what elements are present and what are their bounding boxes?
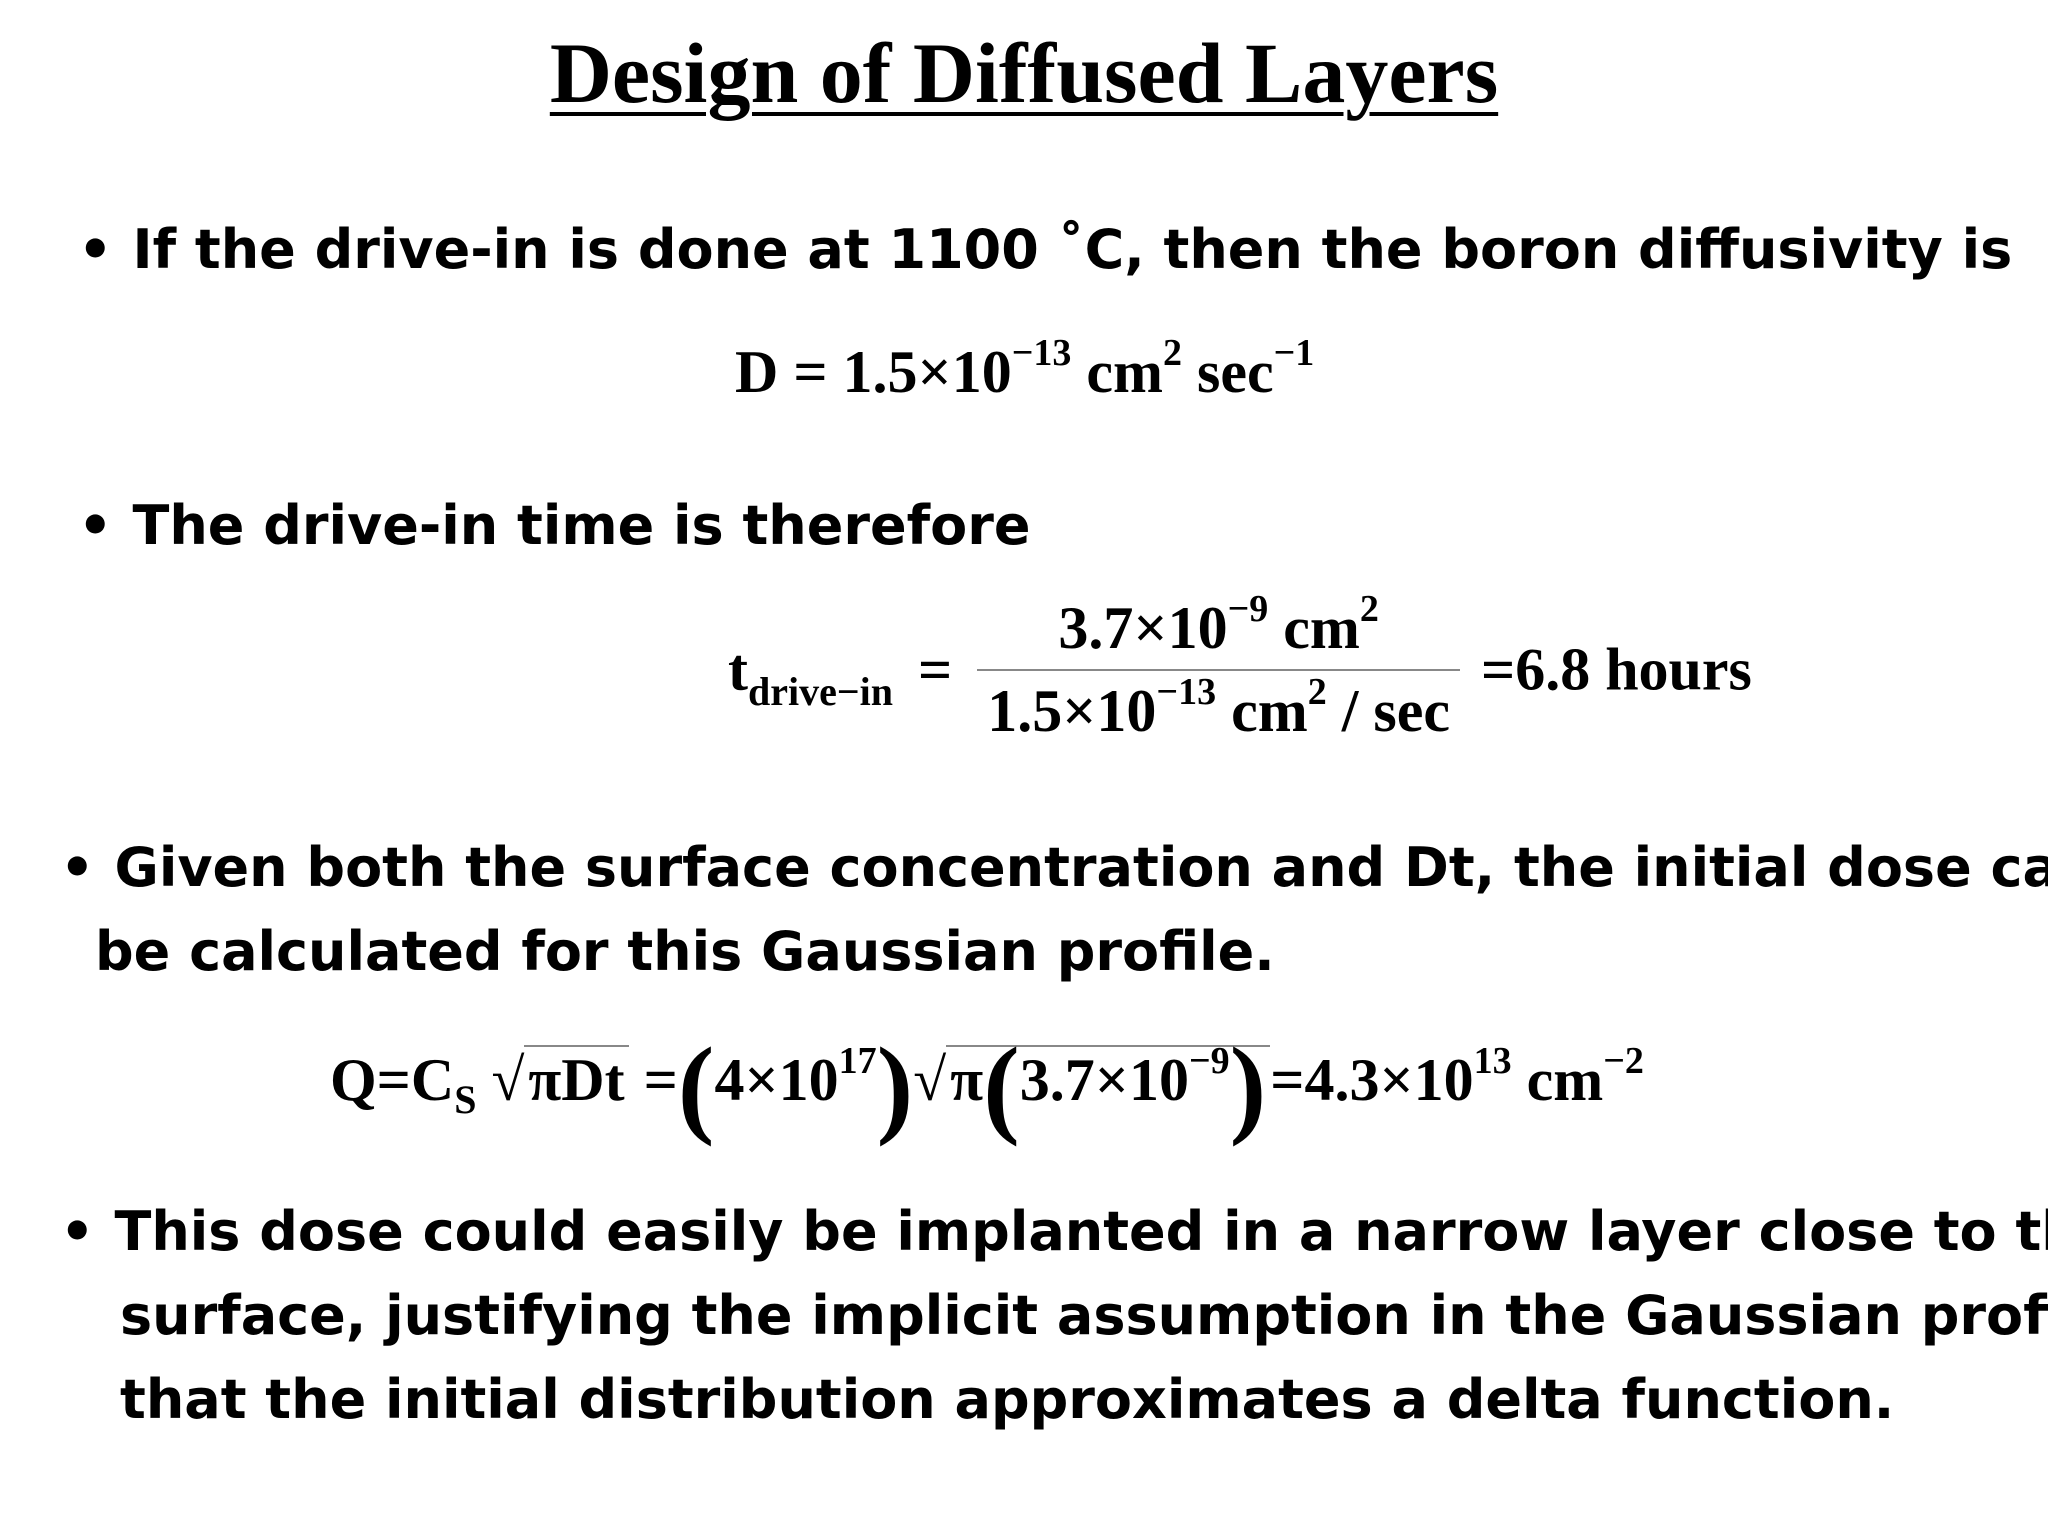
drive-time-rhs-equals: = — [1480, 636, 1516, 703]
bullet-2: • The drive-in time is therefore — [78, 484, 1030, 568]
dose-cs: C — [410, 1047, 455, 1113]
bullet-3-line-2: be calculated for this Gaussian profile. — [95, 920, 1275, 983]
bullet-marker: • — [60, 1200, 95, 1263]
den-exp: −13 — [1156, 671, 1217, 713]
diffusivity-times: × — [917, 339, 952, 405]
drive-time-result-unit: hours — [1590, 636, 1752, 703]
den-times: × — [1062, 678, 1097, 744]
drive-time-lhs-sub: drive−in — [747, 669, 894, 714]
dose-c-times: × — [744, 1047, 779, 1113]
bullet-marker: • — [60, 836, 95, 899]
dose-lparen: ( — [677, 1025, 715, 1148]
drive-time-equals: = — [918, 636, 953, 703]
dose-equals: = — [376, 1047, 411, 1113]
drive-time-equation: tdrive−in = 3.7×10−9 cm2 1.5×10−13 cm2 /… — [728, 590, 1752, 746]
dose-c-base: 10 — [778, 1047, 839, 1113]
dose-equals-2: = — [643, 1047, 678, 1113]
dose-result: 4.3 — [1304, 1047, 1380, 1113]
dose-equals-3: = — [1270, 1047, 1305, 1113]
bullet-4: • This dose could easily be implanted in … — [60, 1190, 2048, 1274]
den-unit: cm — [1216, 678, 1308, 744]
diffusivity-mantissa: 1.5 — [842, 339, 918, 405]
diffusivity-lhs: D — [735, 339, 779, 405]
drive-time-lhs: t — [728, 636, 748, 703]
num-exp: −9 — [1227, 588, 1269, 630]
dose-cs-sub: S — [454, 1077, 477, 1122]
dose-equation: Q=CS √πDt =(4×1017)√π(3.7×10−9)=4.3×1013… — [330, 1031, 1644, 1141]
bullet-1: • If the drive-in is done at 1100 ˚C, the… — [78, 208, 2012, 292]
den-unit-exp: 2 — [1307, 671, 1327, 713]
bullet-3-line-1: Given both the surface concentration and… — [114, 836, 2048, 899]
drive-time-denominator: 1.5×10−13 cm2 / sec — [977, 671, 1460, 746]
bullet-4-line-1: This dose could easily be implanted in a… — [114, 1200, 2048, 1263]
num-times: × — [1133, 595, 1168, 661]
dose-sqrt-2: √ — [913, 1047, 947, 1113]
drive-time-fraction: 3.7×10−9 cm2 1.5×10−13 cm2 / sec — [977, 590, 1460, 746]
num-unit-exp: 2 — [1359, 588, 1379, 630]
bullet-2-line-1: The drive-in time is therefore — [132, 494, 1031, 557]
dose-dt-val: 3.7 — [1019, 1047, 1095, 1113]
dose-c-exp: 17 — [838, 1040, 877, 1082]
bullet-3: • Given both the surface concentration an… — [60, 826, 2048, 910]
dose-sqrt-content: π(3.7×10−9) — [946, 1031, 1271, 1141]
bullet-3-continuation: be calculated for this Gaussian profile. — [95, 910, 1275, 994]
diffusivity-unit-cm-exp: 2 — [1163, 332, 1183, 374]
num-mantissa: 3.7 — [1058, 595, 1134, 661]
diffusivity-unit-cm: cm — [1071, 339, 1164, 405]
dose-lparen-2: ( — [983, 1025, 1020, 1148]
dose-result-unit: cm — [1511, 1047, 1604, 1113]
den-base: 10 — [1096, 678, 1157, 744]
dose-result-unit-exp: −2 — [1603, 1040, 1644, 1082]
bullet-4-line-2: surface, justifying the implicit assumpt… — [120, 1284, 2048, 1347]
dose-c-val: 4 — [714, 1047, 745, 1113]
dose-lhs: Q — [330, 1047, 377, 1113]
bullet-4-continuation-2: that the initial distribution approximat… — [120, 1358, 1894, 1442]
bullet-4-continuation-1: surface, justifying the implicit assumpt… — [120, 1274, 2048, 1358]
num-base: 10 — [1167, 595, 1228, 661]
dose-rparen-2: ) — [1229, 1025, 1267, 1148]
slide-title-text: Design of Diffused Layers — [549, 25, 1499, 121]
bullet-marker: • — [78, 218, 113, 281]
dose-pi-dt: πDt — [524, 1045, 629, 1113]
dose-result-base: 10 — [1413, 1047, 1474, 1113]
dose-sqrt: √ — [491, 1047, 525, 1113]
drive-time-numerator: 3.7×10−9 cm2 — [977, 590, 1460, 671]
bullet-marker: • — [78, 494, 113, 557]
bullet-1-line-1: If the drive-in is done at 1100 ˚C, then… — [132, 218, 2013, 281]
diffusivity-base: 10 — [951, 339, 1012, 405]
num-unit: cm — [1268, 595, 1360, 661]
diffusivity-unit-sec-exp: −1 — [1273, 332, 1315, 374]
diffusivity-equals: = — [793, 339, 828, 405]
dose-result-exp: 13 — [1473, 1040, 1512, 1082]
dose-result-times: × — [1379, 1047, 1414, 1113]
diffusivity-unit-sec: sec — [1182, 339, 1274, 405]
bullet-4-line-3: that the initial distribution approximat… — [120, 1368, 1895, 1431]
den-per: / sec — [1326, 678, 1450, 744]
dose-rparen: ) — [876, 1025, 914, 1148]
dose-pi: π — [950, 1047, 984, 1113]
slide-title: Design of Diffused Layers — [0, 28, 2048, 118]
dose-dt-times: × — [1094, 1047, 1129, 1113]
dose-dt-exp: −9 — [1188, 1040, 1230, 1082]
dose-dt-base: 10 — [1128, 1047, 1189, 1113]
diffusivity-equation: D = 1.5×10−13 cm2 sec−1 — [735, 334, 1314, 407]
drive-time-result: 6.8 — [1515, 636, 1591, 703]
den-mantissa: 1.5 — [987, 678, 1063, 744]
diffusivity-exponent: −13 — [1011, 332, 1072, 374]
